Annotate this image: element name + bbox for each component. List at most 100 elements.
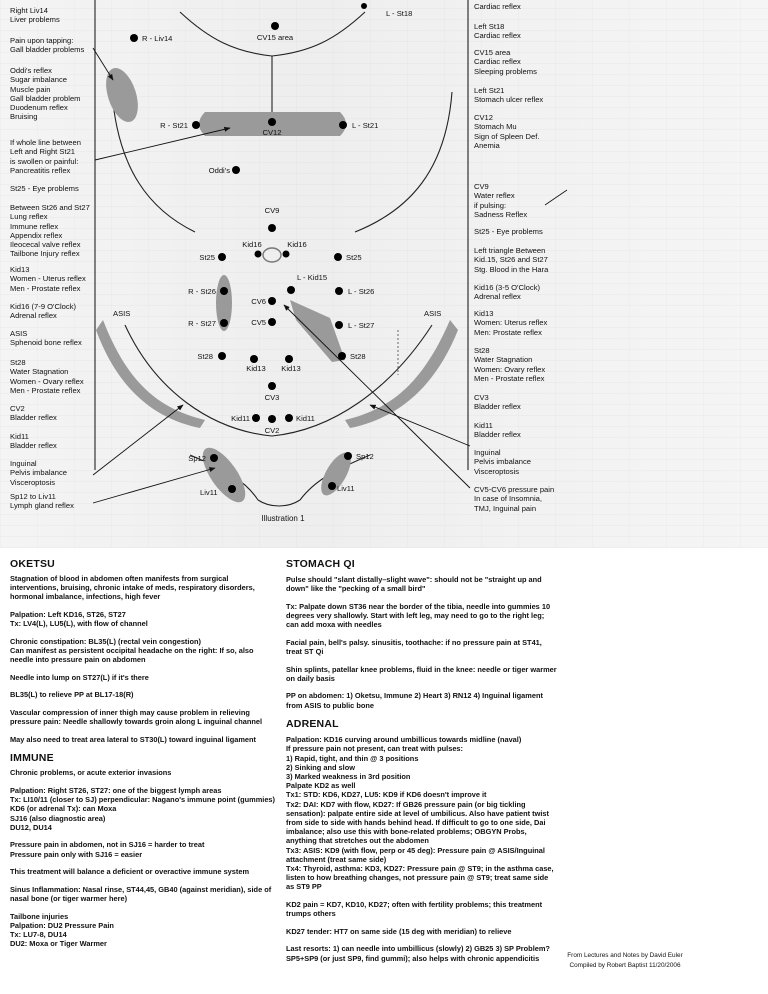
immune-paragraph: Sinus Inflammation: Nasal rinse, ST44,45… (10, 884, 272, 903)
ann-inguinal-right: Inguinal Pelvis imbalance Visceroptosis (474, 448, 531, 476)
leader-arrows (92, 47, 471, 504)
ann-cv15: CV15 area Cardiac reflex Sleeping proble… (474, 48, 537, 76)
label-kid16-l: Kid16 (287, 240, 307, 249)
point-l-st21 (339, 121, 347, 129)
label-asis-l: ASIS (113, 309, 131, 318)
label-sp12-l: Sp12 (356, 452, 374, 461)
point-sp12-r (210, 454, 218, 462)
stomach-qi-paragraph: Shin splints, patellar knee problems, fl… (286, 664, 557, 683)
point-liv11-l (328, 482, 336, 490)
oketsu-paragraph: BL35(L) to relieve PP at BL17-18(R) (10, 690, 134, 700)
credits-note: From Lectures and Notes by David Euler C… (567, 952, 683, 969)
point-r-liv14 (130, 34, 138, 42)
ann-kid16-right: Kid16 (3-5 O'Clock) Adrenal reflex (474, 283, 541, 302)
oddis-zone (106, 68, 138, 122)
adrenal-paragraph: Palpation: KD16 curving around umbillicu… (286, 735, 554, 892)
point-kid16-l (282, 250, 290, 258)
label-st28-r: St28 (197, 352, 213, 361)
point-cv5 (268, 318, 276, 326)
point-cv2 (268, 415, 276, 423)
immune-paragraph: Pressure pain in abdomen, not in SJ16 = … (10, 840, 205, 859)
label-l-st18: L - St18 (386, 9, 413, 18)
ann-cv9: CV9 Water reflex if pulsing: Sadness Ref… (474, 182, 528, 219)
arrow-lymph-gland (92, 467, 216, 504)
point-kid13-r (250, 355, 258, 363)
right-text-column: STOMACH QI Pulse should "slant distally–… (286, 558, 558, 971)
ann-kid11-right: Kid11 Bladder reflex (474, 421, 521, 440)
label-r-st27: R - St27 (188, 319, 216, 328)
point-oddis (232, 166, 240, 174)
left-sp12-liv11-zone (202, 447, 246, 503)
ann-asis: ASIS Sphenoid bone reflex (10, 329, 82, 348)
illustration-caption: Illustration 1 (261, 514, 305, 523)
label-cv5: CV5 (251, 318, 266, 327)
abdominal-reflex-illustration: Right Liv14 Liver problems Pain upon tap… (0, 0, 768, 548)
point-cv3 (268, 382, 276, 390)
stomach-qi-paragraph: Facial pain, bell's palsy. sinusitis, to… (286, 637, 542, 656)
ann-oddis-reflex: Oddi's reflex Sugar imbalance Muscle pai… (10, 66, 81, 122)
right-inguinal-zone (345, 320, 458, 428)
sadness-reflex-tick (544, 189, 568, 206)
oketsu-paragraph: Vascular compression of inner thigh may … (10, 707, 263, 727)
label-l-st26: L - St26 (348, 287, 375, 296)
arrow-gall-bladder (92, 47, 114, 81)
point-kid15 (287, 286, 295, 294)
label-st28-l: St28 (350, 352, 366, 361)
ann-cv5-cv6: CV5-CV6 pressure pain In case of Insomni… (474, 485, 555, 513)
label-cv9: CV9 (264, 206, 280, 215)
oketsu-paragraph: Chronic constipation: BL35(L) (rectal ve… (10, 636, 254, 665)
label-kid11-r: Kid11 (231, 414, 250, 423)
label-liv11-l: Liv11 (337, 484, 355, 493)
label-l-kid15: L - Kid15 (297, 273, 328, 282)
label-st25-r: St25 (199, 253, 215, 262)
label-cv2: CV2 (264, 426, 280, 435)
ann-st28-left: St28 Water Stagnation Women - Ovary refl… (10, 358, 84, 395)
ann-left-st21: Left St21 Stomach ulcer reflex (474, 86, 544, 105)
oketsu-paragraph: May also need to treat area lateral to S… (10, 734, 256, 744)
point-kid11-l (285, 414, 293, 422)
ann-cv12: CV12 Stomach Mu Sign of Spleen Def. Anem… (474, 113, 540, 150)
point-r-st21 (192, 121, 200, 129)
point-kid13-l (285, 355, 293, 363)
label-oddis: Oddi's (208, 166, 230, 175)
immune-paragraph: Tailbone injuries Palpation: DU2 Pressur… (10, 911, 114, 949)
label-cv15: CV15 area (256, 33, 294, 42)
label-cv3: CV3 (264, 393, 280, 402)
stomach-qi-paragraph: Pulse should "slant distally–slight wave… (286, 575, 542, 594)
acupoint-dots (130, 3, 367, 493)
point-sp12-l (344, 452, 352, 460)
point-r-st26 (220, 287, 228, 295)
umbilicus (262, 247, 282, 263)
label-st25-l: St25 (346, 253, 362, 262)
label-r-liv14: R - Liv14 (142, 34, 173, 43)
label-asis-r: ASIS (424, 309, 442, 318)
ann-gall-bladder: Pain upon tapping: Gall bladder problems (10, 36, 85, 55)
label-cv6: CV6 (251, 297, 266, 306)
point-cv9 (268, 224, 276, 232)
ann-st25-eye-left: St25 - Eye problems (10, 184, 79, 193)
point-cv15 (271, 22, 279, 30)
ann-pancreatitis: If whole line between Left and Right St2… (10, 138, 81, 175)
arrow-pancreatitis (94, 126, 231, 161)
point-l-st26 (335, 287, 343, 295)
oketsu-title: OKETSU (10, 558, 55, 570)
ann-st25-eye-right: St25 - Eye problems (474, 227, 543, 236)
ann-kid16-left: Kid16 (7-9 O'Clock) Adrenal reflex (10, 302, 77, 321)
ann-left-st18: Left St18 Cardiac reflex (474, 22, 521, 41)
label-kid16-r: Kid16 (242, 240, 262, 249)
ann-kid13-right: Kid13 Women: Uterus reflex Men: Prostate… (474, 309, 548, 337)
label-kid13-l: Kid13 (281, 364, 301, 373)
label-kid13-r: Kid13 (246, 364, 266, 373)
oketsu-paragraph: Needle into lump on ST27(L) if it's ther… (10, 672, 149, 682)
ann-kid13-left: Kid13 Women - Uterus reflex Men - Prosta… (10, 265, 86, 293)
label-kid11-l: Kid11 (296, 414, 315, 423)
point-l-st27 (335, 321, 343, 329)
immune-paragraph: This treatment will balance a deficient … (10, 867, 250, 877)
immune-paragraph: Chronic problems, or acute exterior inva… (10, 768, 172, 778)
adrenal-paragraph: KD27 tender: HT7 on same side (15 deg wi… (286, 926, 512, 936)
label-l-st21: L - St21 (352, 121, 379, 130)
left-inguinal-zone (96, 320, 205, 428)
label-l-st27: L - St27 (348, 321, 375, 330)
point-l-st18 (361, 3, 367, 9)
